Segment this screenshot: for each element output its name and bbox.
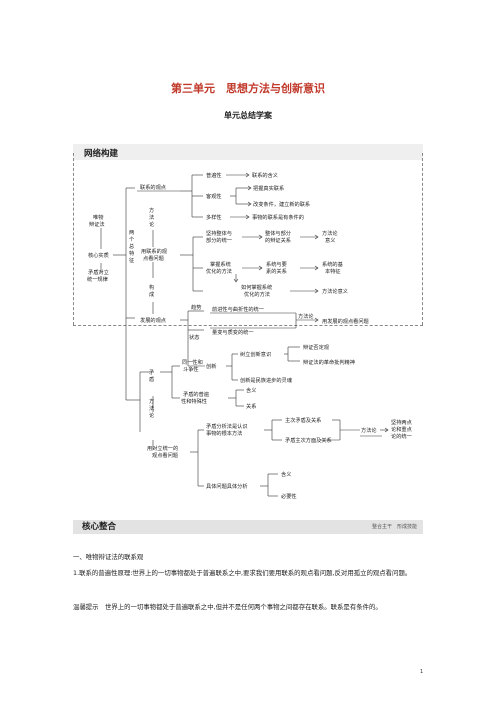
sys-elem-2: 素的关系	[266, 267, 287, 275]
paragraph-1: 1.联系的普遍性原理:世界上的一切事物都处于普遍联系之中,要求我们要用联系的观点…	[73, 569, 412, 577]
contradiction-law-1: 矛盾对立	[88, 268, 109, 276]
whole-part-1: 整体与部分	[265, 229, 291, 237]
contra-2: 盾	[149, 376, 154, 383]
page-subtitle: 单元总结学案	[224, 111, 272, 120]
two-point-1: 坚持两点	[391, 418, 412, 426]
universal: 普遍性	[206, 171, 222, 179]
contradiction-law-2: 统一规律	[87, 275, 108, 283]
network-banner	[73, 144, 423, 160]
method2-3: 论	[149, 411, 155, 419]
condition-link: 事物的联系是有条件的	[252, 213, 304, 221]
meth-meaning-2: 意义	[325, 236, 335, 244]
sys-elem-1: 系统与要	[266, 260, 287, 268]
two-feature-2: 个	[129, 236, 135, 243]
sys-basic-1: 系统的基	[322, 260, 344, 268]
core-essence: 核心实质	[88, 251, 109, 259]
univ-part-1: 矛盾的普遍	[183, 390, 210, 398]
two-feature-3: 总	[129, 242, 134, 250]
two-feature-5: 征	[129, 256, 134, 264]
network-label: 网络构建	[84, 149, 119, 159]
main-contradiction: 主次矛盾及关系	[285, 416, 321, 424]
main-aspect: 矛盾主次方面及关系	[285, 436, 332, 444]
whole-1: 坚持整体与	[206, 229, 232, 237]
core-banner: 核心整合 整合主干 形成技能	[73, 520, 423, 534]
view-development: 发展的观点	[140, 316, 166, 324]
necessity: 必要性	[281, 492, 297, 500]
section-heading: 一、唯物辩证法的联系观	[73, 553, 144, 561]
concrete-analysis: 具体问题具体分析	[206, 482, 248, 490]
meth-significance: 方法论意义	[322, 287, 348, 295]
state: 状态	[189, 333, 199, 341]
innovation-awareness: 树立创新意识	[240, 350, 271, 358]
identity-2: 斗争性	[183, 365, 199, 373]
frame-bottom	[73, 325, 423, 326]
meaning: 含义	[246, 386, 256, 394]
two-feature-1: 两	[129, 229, 134, 236]
build-1: 构	[149, 283, 154, 291]
objective: 客观性	[206, 192, 222, 200]
system-1: 掌握系统	[210, 260, 231, 268]
dev-view: 用发展的观点看问题	[322, 317, 369, 325]
method-3: 论	[149, 220, 155, 228]
progress: 前进性与曲折性的统一	[212, 305, 264, 313]
meth-meaning-1: 方法论	[322, 229, 338, 237]
innovation: 创新	[206, 362, 216, 370]
sys-basic-2: 本特征	[325, 267, 341, 275]
view-link: 联系的观点	[140, 183, 166, 191]
build-2: 成	[149, 290, 154, 298]
quantitative: 量变与质变的统一	[212, 328, 254, 336]
master-2: 优化的方法	[244, 290, 270, 298]
frame-right	[422, 153, 423, 325]
core-right-label: 整合主干 形成技能	[371, 524, 417, 530]
analysis-2: 事物的根本方法	[206, 429, 242, 437]
univ-part-2: 性和特殊性	[181, 397, 207, 405]
two-point-3: 论的统一	[391, 432, 412, 440]
dialectical-negation: 辩证否定观	[303, 343, 330, 351]
contra-1: 矛	[149, 368, 154, 376]
paragraph-tip: 温馨提示 世界上的一切事物都处于普遍联系之中,但并不是任何两个事物之间都存在联系…	[73, 603, 382, 611]
trend: 趋势	[191, 303, 201, 311]
method-2: 法	[149, 213, 154, 221]
use-unity-1: 用对立统一的	[147, 444, 178, 452]
method-1: 方	[149, 206, 154, 214]
methodology2: 方法论	[361, 426, 377, 434]
grasp-link: 把握真实联系	[253, 184, 284, 192]
diversity: 多样性	[206, 213, 222, 221]
whole-2: 部分的统一	[206, 236, 232, 244]
master-1: 如何掌握系统	[241, 283, 272, 291]
dialectical-critique: 辩证法的革命批判精神	[303, 358, 355, 366]
two-feature-4: 特	[129, 249, 134, 257]
root-label-2: 辩证法	[89, 220, 105, 228]
use-link-1: 用联系的观	[141, 247, 168, 255]
two-point-2: 论和重点	[391, 425, 412, 433]
method2-2: 法	[149, 404, 154, 412]
system-2: 优化的方法	[206, 267, 232, 275]
analysis-1: 矛盾分析法是认识	[206, 422, 248, 430]
whole-part-2: 的辩证关系	[265, 236, 291, 244]
method2-1: 方	[149, 397, 154, 405]
page-title: 第三单元 思想方法与创新意识	[171, 82, 325, 95]
root-label-1: 唯物	[93, 213, 103, 221]
use-unity-2: 观点看问题	[152, 451, 178, 459]
innovation-soul: 创新是民族进步的灵魂	[240, 376, 292, 384]
relation: 关系	[246, 402, 256, 410]
page-number: 1	[420, 669, 424, 675]
frame-left	[73, 153, 74, 325]
use-link-2: 点看问题	[143, 254, 164, 262]
identity-1: 同一性和	[182, 358, 203, 366]
methodology: 方法论	[298, 312, 314, 320]
core-label: 核心整合	[82, 522, 117, 532]
meaning2: 含义	[281, 470, 291, 478]
change-condition: 改变条件，建立新的联系	[253, 200, 310, 208]
meaning-link: 联系的含义	[252, 171, 278, 179]
